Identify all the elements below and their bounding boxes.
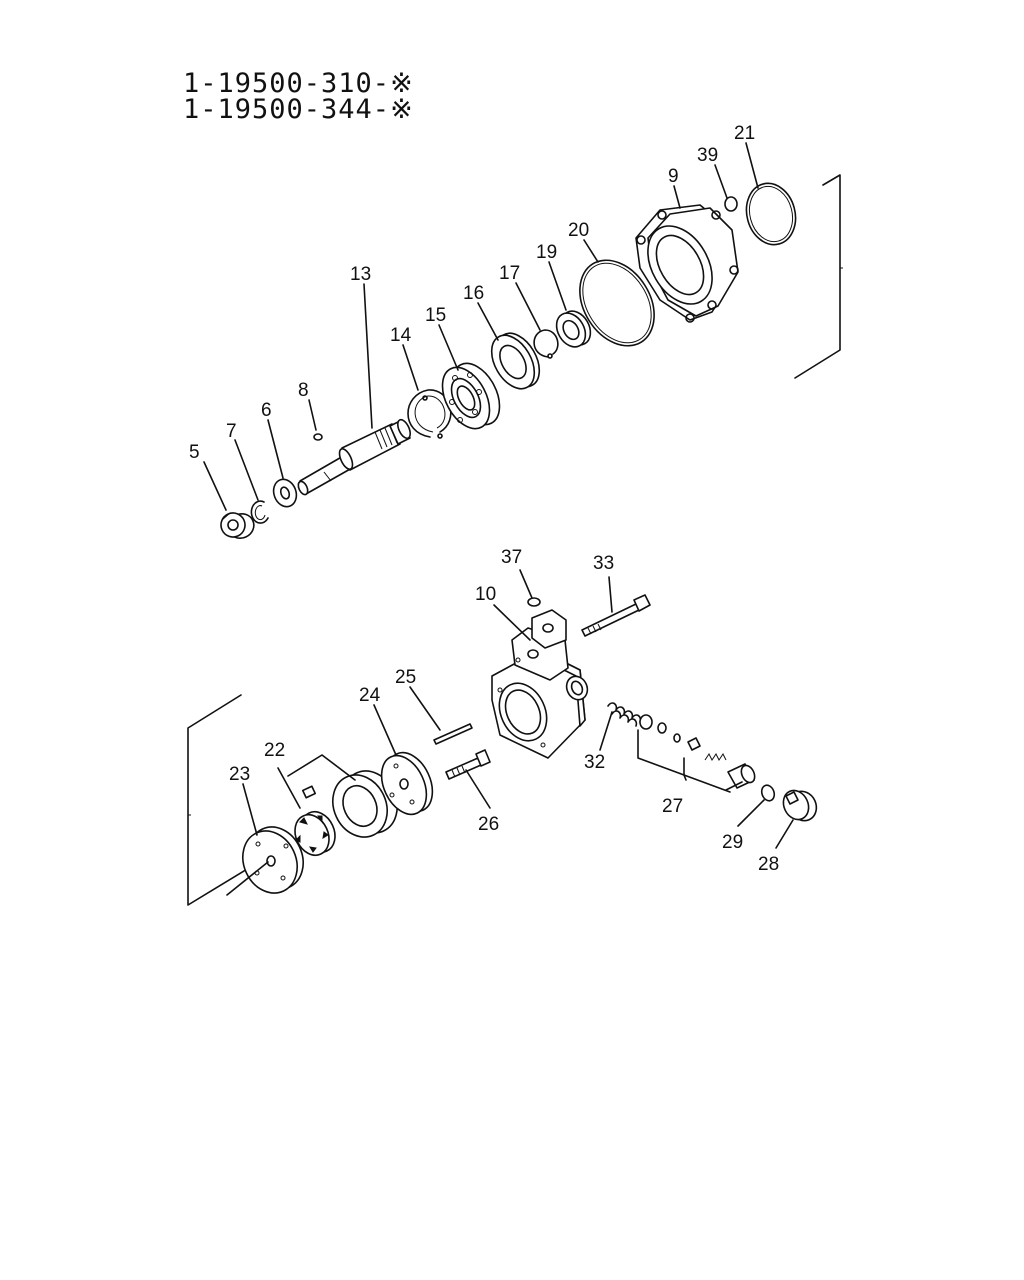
callout-16: 16 — [463, 283, 484, 304]
part-9-flange-housing — [635, 204, 739, 323]
part-39-o-ring — [724, 196, 738, 212]
callout-5: 5 — [189, 442, 200, 463]
part-20-o-ring — [579, 259, 655, 347]
callout-24: 24 — [359, 685, 381, 706]
callout-26: 26 — [478, 814, 499, 835]
callout-10: 10 — [475, 584, 496, 605]
part-24-side-plate — [380, 751, 434, 816]
part-37-o-ring — [527, 597, 541, 607]
callout-20: 20 — [568, 220, 589, 241]
callout-39: 39 — [697, 145, 718, 166]
part-16-seal — [490, 332, 541, 390]
part-19-spacer — [555, 310, 592, 348]
part-6-washer — [272, 478, 298, 508]
callout-29: 29 — [722, 832, 743, 853]
callout-8: 8 — [298, 380, 309, 401]
part-17-snap-ring — [533, 329, 559, 359]
part-13-shaft — [297, 418, 411, 496]
callout-27: 27 — [662, 796, 683, 817]
callout-28: 28 — [758, 854, 779, 875]
part-14-circlip — [407, 389, 452, 439]
part-25-pin — [433, 723, 473, 745]
part-5-nut — [220, 512, 255, 539]
callout-32: 32 — [584, 752, 605, 773]
callout-37: 37 — [501, 547, 522, 568]
part-number-2: 1-19500-344-※ — [183, 94, 414, 125]
part-33-long-bolt — [581, 594, 651, 637]
part-7-snap-ring — [250, 500, 269, 524]
callout-9: 9 — [668, 166, 679, 187]
callout-21: 21 — [734, 123, 755, 144]
group-bracket-lower — [187, 694, 263, 906]
callout-6: 6 — [261, 400, 272, 421]
part-10-pump-body — [491, 609, 589, 759]
leader-lines — [203, 142, 794, 896]
group-bracket-upper — [794, 174, 841, 379]
callout-25: 25 — [395, 667, 416, 688]
part-26-bolt — [445, 749, 491, 780]
callout-33: 33 — [593, 553, 614, 574]
callout-15: 15 — [425, 305, 446, 326]
callout-19: 19 — [536, 242, 557, 263]
callout-7: 7 — [226, 421, 237, 442]
part-27-relief-valve — [637, 714, 756, 793]
part-21-o-ring — [745, 182, 797, 246]
part-32-spring — [607, 702, 642, 727]
part-15-bearing — [441, 362, 501, 430]
callout-17: 17 — [499, 263, 520, 284]
part-number-1: 1-19500-310-※ — [183, 68, 414, 99]
callout-13: 13 — [350, 264, 371, 285]
callout-23: 23 — [229, 764, 250, 785]
part-28-plug — [782, 789, 818, 822]
callout-14: 14 — [390, 325, 412, 346]
callout-labels: 5 6 7 8 9 10 13 14 15 16 17 19 20 21 22 … — [189, 123, 779, 875]
part-29-o-ring — [760, 784, 776, 802]
callout-22: 22 — [264, 740, 285, 761]
part-23-end-plate — [242, 826, 304, 894]
part-8-key — [313, 433, 323, 441]
